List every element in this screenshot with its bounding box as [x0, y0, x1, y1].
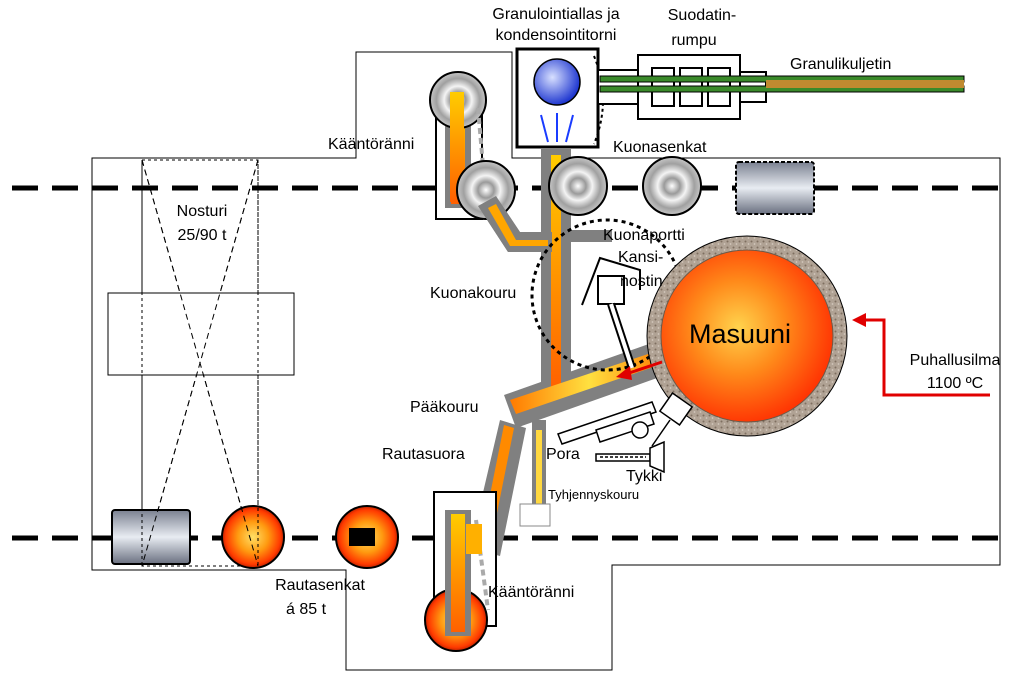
hot-blast-arrow-icon — [852, 313, 990, 397]
label-crane-1: Nosturi — [177, 203, 228, 220]
tower-sphere-icon — [533, 58, 581, 106]
drain-runner-box — [519, 503, 551, 527]
label-crane-2: 25/90 t — [178, 227, 227, 244]
label-blast-furnace: Masuuni — [689, 319, 791, 349]
slag-ladle-icon — [642, 156, 702, 216]
mud-gun-icon — [595, 419, 671, 474]
label-slag-gate: Kuonaportti — [603, 227, 685, 244]
label-drill: Pora — [546, 446, 580, 463]
iron-ladle-cylinder-icon — [111, 509, 191, 565]
cover-crane — [581, 256, 641, 370]
label-slag-ladles: Kuonasenkat — [613, 139, 707, 156]
label-cover-crane-2: nostin — [620, 273, 663, 290]
label-iron-runner: Rautasuora — [382, 446, 465, 463]
slag-ladles — [456, 156, 815, 220]
crane-frame — [107, 159, 295, 567]
label-granule-conveyor: Granulikuljetin — [790, 56, 891, 73]
label-granulation-pool-2: kondensointitorni — [496, 27, 617, 44]
label-hot-blast-1: Puhallusilma — [910, 352, 1001, 369]
slag-ladle-cylinder-icon — [735, 161, 815, 215]
flow-arrow-icon — [616, 360, 663, 380]
label-filter-drum-1: Suodatin- — [668, 7, 737, 24]
slag-ladle-icon — [548, 156, 608, 216]
drill-icon — [557, 392, 694, 445]
label-tilting-runner-bottom: Kääntöränni — [488, 584, 574, 601]
label-drain-runner: Tyhjennyskouru — [548, 487, 639, 502]
label-main-runner: Pääkouru — [410, 399, 479, 416]
label-cover-crane-1: Kansi- — [618, 249, 663, 266]
label-granulation-pool-1: Granulointiallas ja — [492, 6, 619, 23]
tilting-runner-bottom — [424, 491, 497, 652]
granule-conveyor — [599, 75, 965, 93]
iron-ladle-icon — [221, 505, 285, 569]
granulation-tower — [515, 47, 604, 149]
label-slag-runner: Kuonakouru — [430, 285, 516, 302]
label-tilting-runner-top: Kääntöränni — [328, 136, 414, 153]
label-iron-ladles-1: Rautasenkat — [275, 577, 365, 594]
label-iron-ladles-2: á 85 t — [286, 601, 327, 618]
blast-furnace-icon — [646, 235, 848, 437]
building-outline — [91, 51, 1001, 671]
iron-ladles — [111, 505, 399, 569]
label-mud-gun: Tykki — [626, 468, 662, 485]
label-hot-blast-2: 1100 ºC — [927, 375, 983, 392]
label-filter-drum-2: rumpu — [671, 32, 716, 49]
